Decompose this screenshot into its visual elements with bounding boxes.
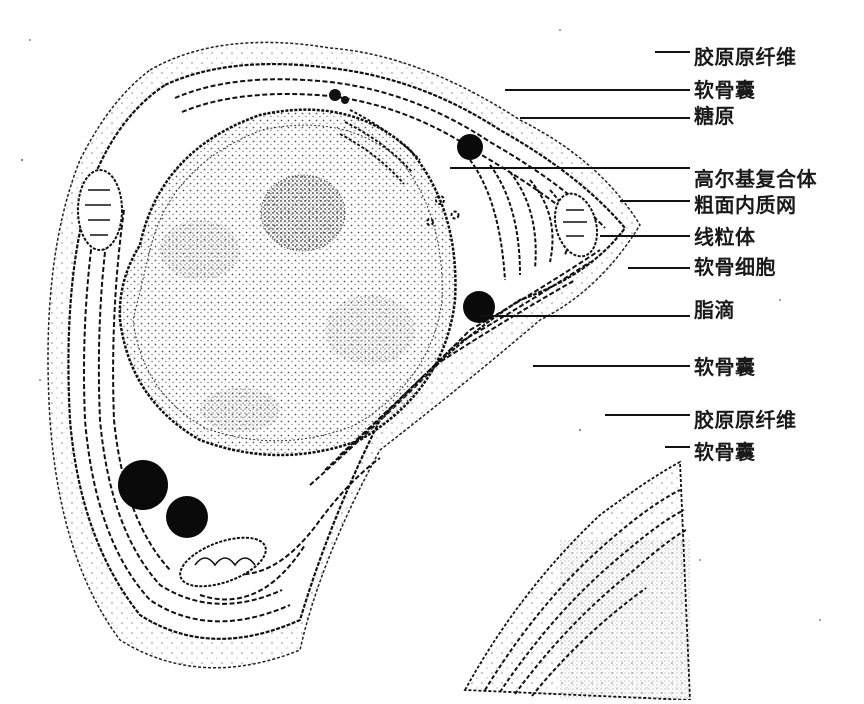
label-chondrocyte: 软骨细胞 [694, 255, 776, 279]
background-specks [20, 29, 821, 621]
mitochondrion [77, 169, 599, 588]
leader-lines [450, 51, 690, 448]
label-mitochondrion: 线粒体 [694, 225, 756, 249]
label-cartilage-capsule-mid: 软骨囊 [694, 355, 756, 379]
nucleolus [260, 174, 346, 252]
label-cartilage-capsule-top: 软骨囊 [694, 78, 756, 102]
lipid-droplet [118, 134, 495, 538]
golgi-complex [339, 109, 460, 226]
label-cartilage-capsule-bottom: 软骨囊 [694, 440, 756, 464]
adjacent-chondrocyte [463, 460, 691, 701]
label-rough-er: 粗面内质网 [694, 193, 797, 217]
glycogen [329, 89, 349, 104]
label-golgi-complex: 高尔基复合体 [694, 167, 817, 191]
nucleus [118, 108, 457, 457]
label-glycogen: 糖原 [694, 104, 735, 128]
label-collagen-fibril-top: 胶原原纤维 [694, 45, 797, 69]
label-collagen-fibril-bottom: 胶原原纤维 [694, 408, 797, 432]
label-lipid-droplet: 脂滴 [694, 298, 735, 322]
